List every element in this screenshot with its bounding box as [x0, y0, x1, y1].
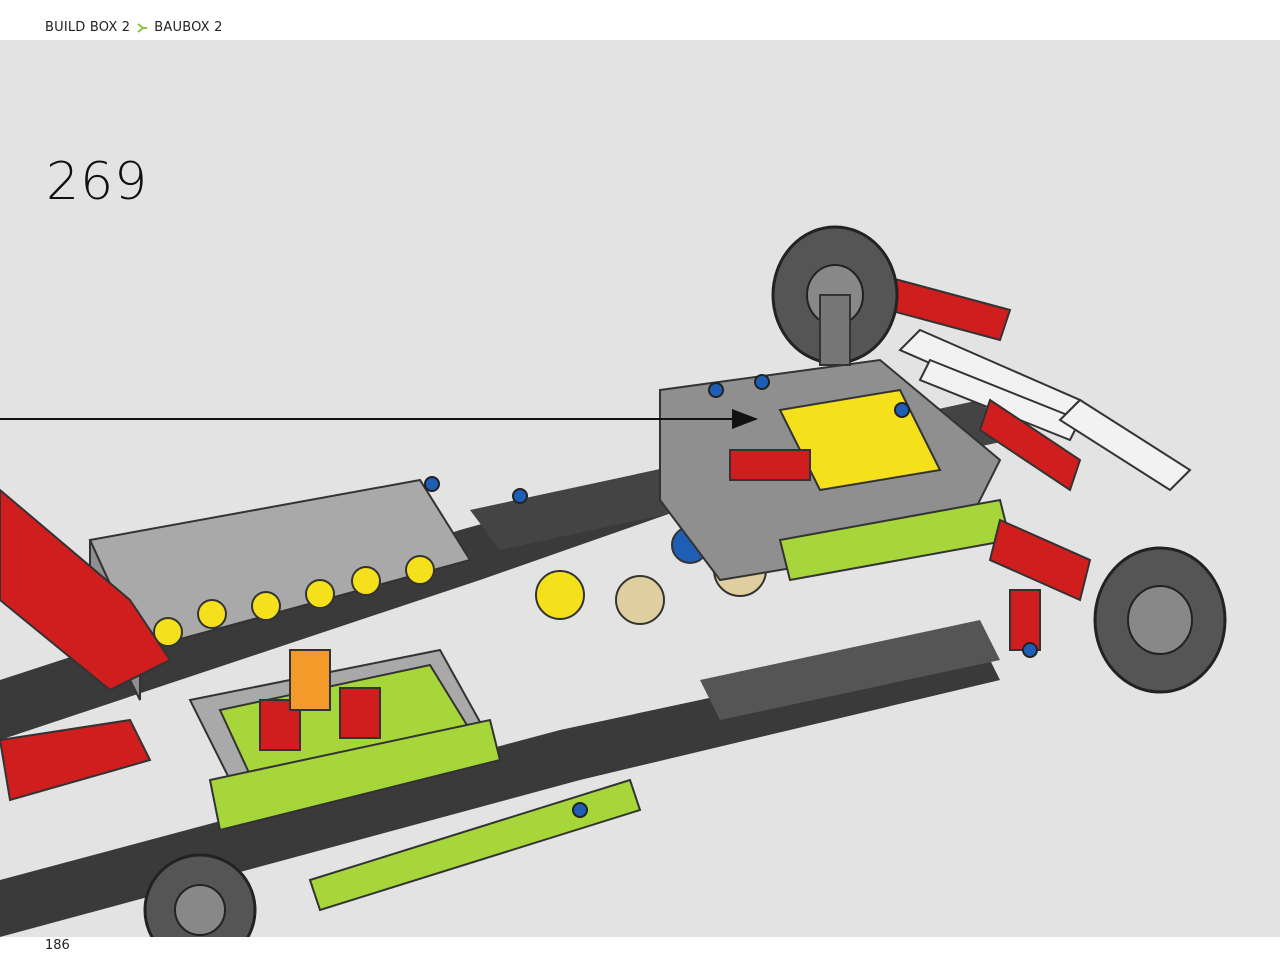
instruction-stage: 269	[0, 40, 1280, 937]
left-suspension	[0, 488, 257, 937]
step-number: 269	[46, 152, 149, 212]
gearbox-frame	[188, 648, 492, 802]
page-number: 186	[45, 938, 70, 953]
brake-disc-top	[771, 225, 899, 366]
placement-arrow	[0, 409, 758, 429]
page-footer	[0, 937, 1280, 974]
lego-chassis-illustration	[0, 225, 1227, 937]
breadcrumb-baubox: BAUBOX 2	[154, 20, 223, 35]
page-header: BUILD BOX 2 BAUBOX 2	[0, 0, 1280, 40]
right-suspension	[868, 273, 1092, 651]
lime-beam	[208, 718, 642, 912]
white-beams	[898, 328, 1192, 492]
brake-disc-right	[1093, 546, 1227, 694]
arrow-head-icon	[732, 409, 758, 429]
chevron-arrow-icon	[136, 22, 148, 34]
breadcrumb-build-box: BUILD BOX 2	[45, 20, 131, 35]
breadcrumb: BUILD BOX 2 BAUBOX 2	[45, 20, 223, 35]
blue-pins	[424, 374, 1038, 818]
